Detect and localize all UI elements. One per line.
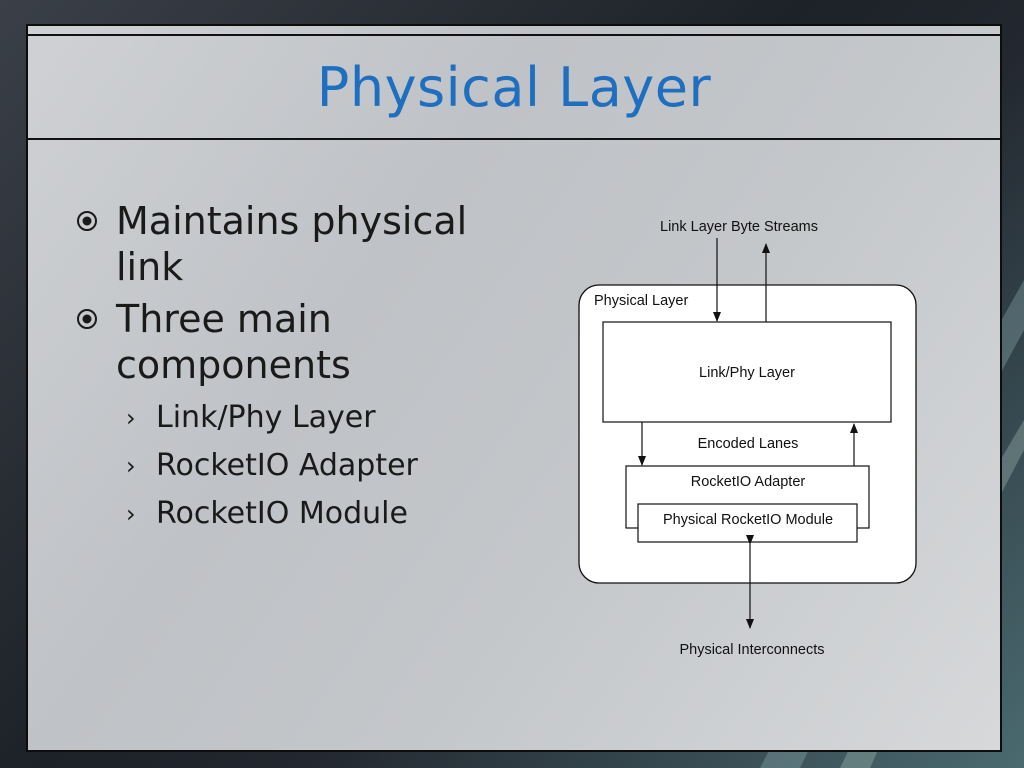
bullet-line: components: [116, 343, 351, 387]
sub-bullet-text: Link/Phy Layer: [156, 400, 376, 435]
bullet-item: Three main components: [76, 296, 536, 388]
circle-bullet-icon: [77, 309, 97, 329]
bullet-list: Maintains physical link Three main compo…: [76, 198, 536, 538]
chevron-right-icon: ›: [126, 500, 136, 528]
module-label: Physical RocketIO Module: [663, 512, 833, 528]
sub-bullet-text: RocketIO Adapter: [156, 448, 418, 483]
sub-bullet-text: RocketIO Module: [156, 496, 408, 531]
sub-bullet-item: › Link/Phy Layer: [76, 394, 536, 442]
title-bar: Physical Layer: [28, 34, 1000, 140]
bottom-label: Physical Interconnects: [679, 642, 824, 658]
bullet-line: link: [116, 245, 184, 289]
sub-bullet-item: › RocketIO Adapter: [76, 442, 536, 490]
slide-title: Physical Layer: [316, 56, 712, 119]
link-phy-label: Link/Phy Layer: [699, 365, 795, 381]
top-label: Link Layer Byte Streams: [660, 219, 818, 235]
chevron-right-icon: ›: [126, 452, 136, 480]
physical-layer-diagram: Link Layer Byte Streams Physical Layer L…: [578, 219, 917, 658]
circle-bullet-icon: [77, 211, 97, 231]
sub-bullet-item: › RocketIO Module: [76, 490, 536, 538]
middle-label: Encoded Lanes: [698, 436, 799, 452]
bullet-line: Three main: [116, 297, 332, 341]
chevron-right-icon: ›: [126, 404, 136, 432]
bullet-line: Maintains physical: [116, 199, 468, 243]
slide: Physical Layer Maintains physical link T…: [26, 24, 1002, 752]
link-phy-box: [602, 321, 892, 423]
adapter-label: RocketIO Adapter: [691, 474, 806, 490]
bullet-item: Maintains physical link: [76, 198, 536, 290]
outer-box-label: Physical Layer: [594, 293, 688, 309]
